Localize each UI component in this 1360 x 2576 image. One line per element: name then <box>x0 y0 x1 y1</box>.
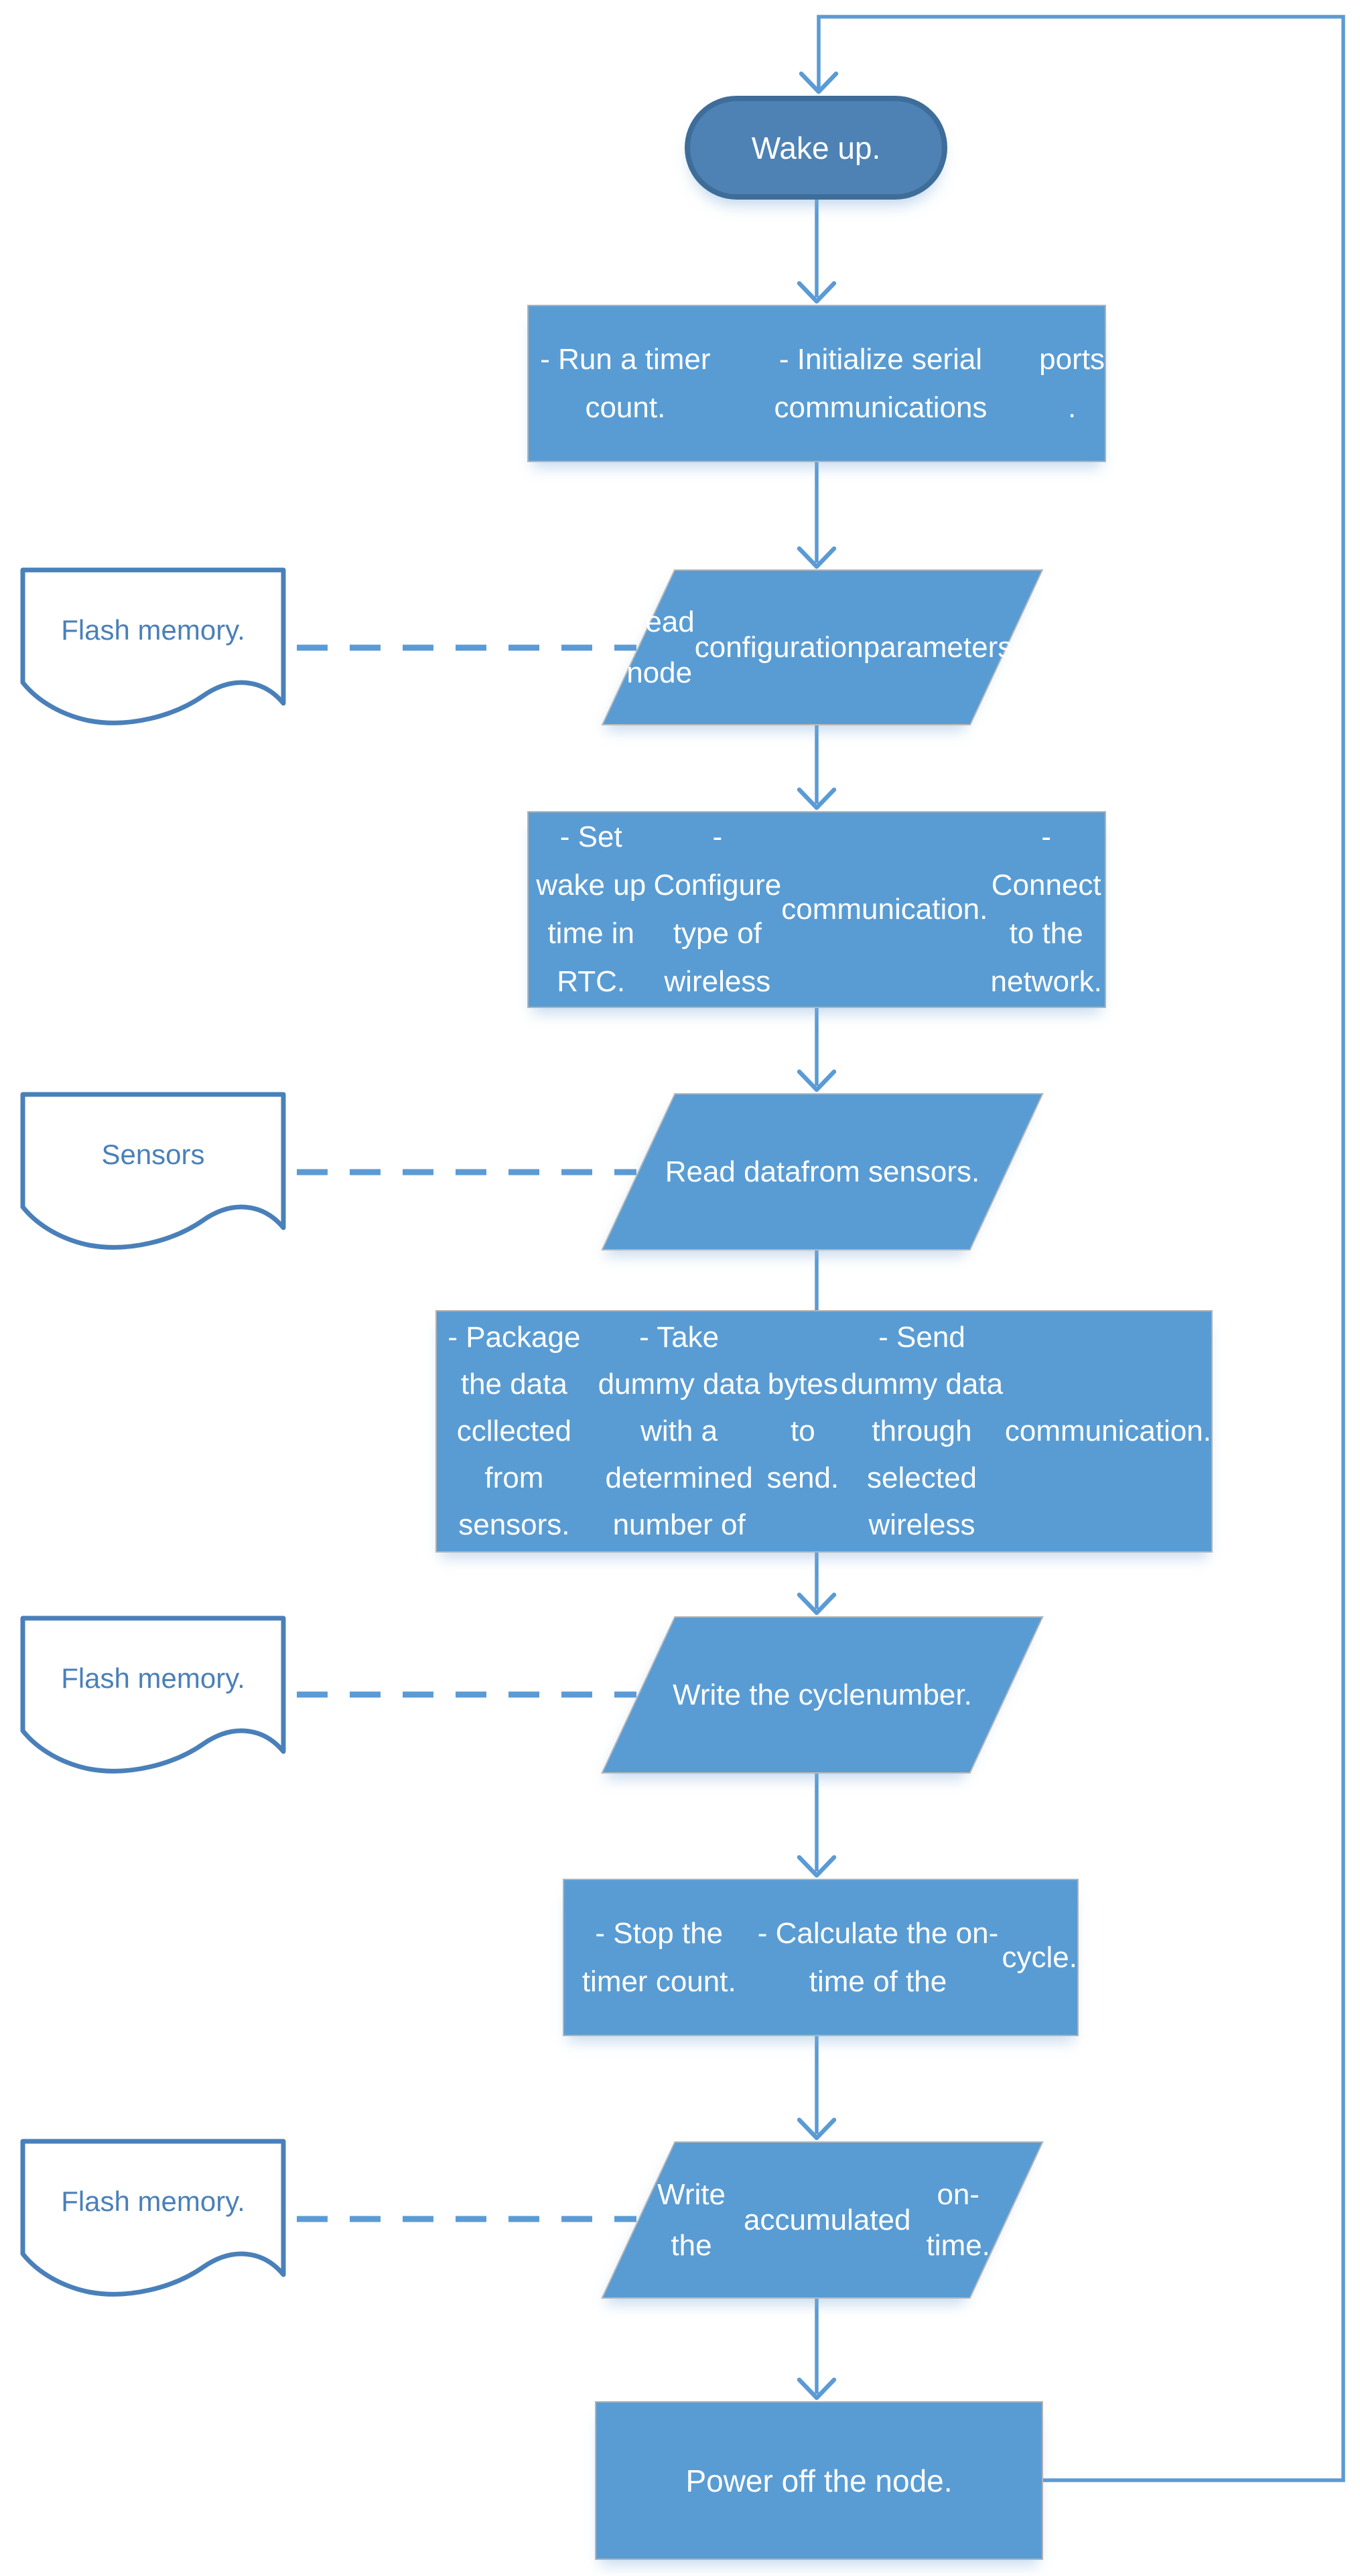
arrowhead-into-wakeup <box>799 71 839 94</box>
process-power-off-label: Power off the node. <box>685 2463 953 2498</box>
document-flash-memory-1-label: Flash memory. <box>61 614 245 646</box>
document-flash-memory-3-label: Flash memory. <box>61 2186 245 2217</box>
process-init-timer: - Run a timer count.- Initialize serial … <box>527 305 1106 462</box>
terminator-wake-up: Wake up. <box>685 96 947 200</box>
arrowhead-into-writecycle <box>797 1592 837 1616</box>
process-setup-network: - Set wake up time in RTC.- Configure ty… <box>527 811 1106 1008</box>
document-shape <box>20 1092 286 1250</box>
document-flash-memory-1: Flash memory. <box>20 567 286 728</box>
document-flash-memory-2: Flash memory. <box>20 1616 286 1776</box>
document-sensors-label: Sensors <box>101 1139 205 1170</box>
loop-connector <box>817 15 1345 2482</box>
terminator-wake-up-label: Wake up. <box>751 130 881 165</box>
arrowhead-into-readconfig <box>797 546 837 569</box>
arrowhead-into-poweroff <box>797 2377 837 2401</box>
process-stop-timer: - Stop the timer count.- Calculate the o… <box>563 1879 1079 2036</box>
document-flash-memory-3: Flash memory. <box>20 2139 286 2299</box>
document-shape <box>20 1616 286 1774</box>
arrowhead-into-stop <box>797 1855 837 1878</box>
arrowhead-into-init <box>797 281 837 304</box>
process-power-off: Power off the node. <box>595 2401 1043 2560</box>
document-flash-memory-2-label: Flash memory. <box>61 1662 245 1694</box>
arrowhead-into-readsensors <box>797 1069 837 1092</box>
arrowhead-into-setup <box>797 787 837 810</box>
arrowhead-into-writeontime <box>797 2117 837 2141</box>
process-package-send: - Package the data ccllected from sensor… <box>435 1310 1213 1553</box>
document-shape <box>20 2139 286 2297</box>
document-shape <box>20 567 286 725</box>
document-sensors: Sensors <box>20 1092 286 1253</box>
